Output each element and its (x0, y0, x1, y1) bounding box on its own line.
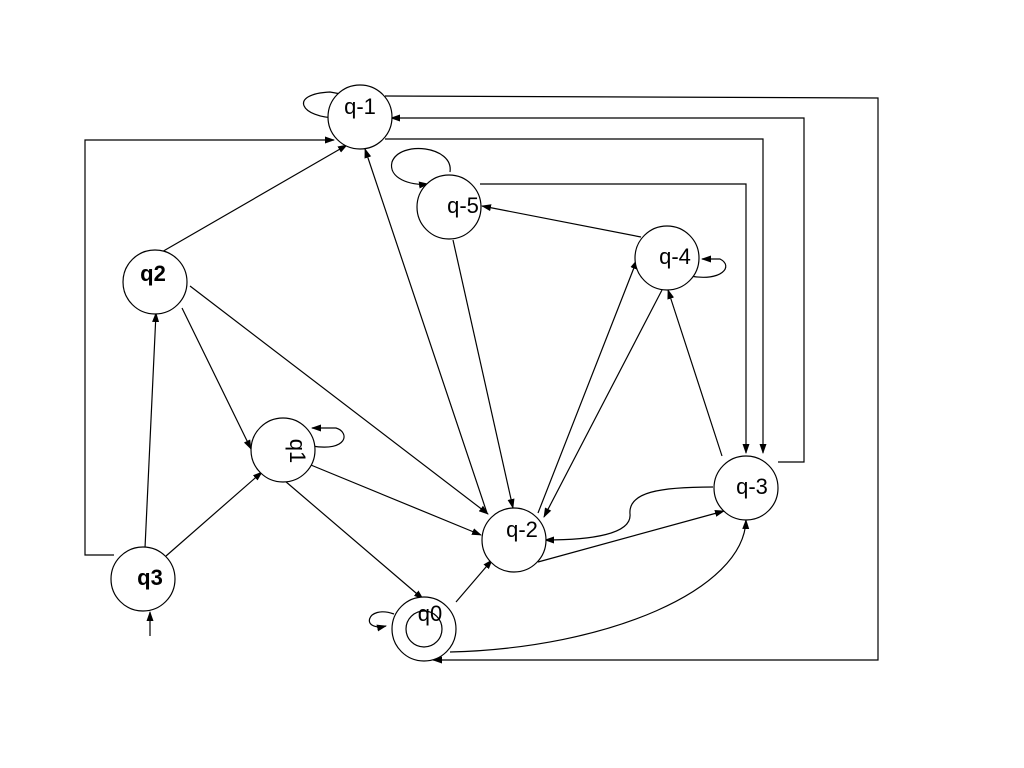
edge-q3-q2 (144, 312, 160, 549)
edge-q1-self (311, 424, 345, 448)
state-label: q-3 (736, 474, 768, 499)
edge-qm4-qm5 (481, 204, 642, 238)
state-qm1: q-1 (327, 84, 393, 150)
state-label: q2 (140, 261, 166, 286)
edge-qm4-self (689, 255, 727, 278)
edge-qm2-qm1 (364, 148, 488, 514)
edge-qm4-qm2 (543, 289, 663, 518)
edge-qm5-self (391, 148, 451, 189)
edge-qm3-qm2 (544, 486, 714, 544)
edge-qm1-qm3 (385, 138, 767, 454)
edge-q1-qm2 (305, 462, 482, 536)
edge-q2-q1 (181, 307, 252, 450)
edge-qm3-qm4 (667, 289, 723, 457)
edge-q0-self (368, 611, 395, 632)
state-label: q-1 (344, 94, 376, 119)
state-q1: q1 (250, 417, 316, 483)
state-q3: q3 (110, 546, 176, 612)
edge-q2-qm1 (159, 144, 348, 254)
edge-q1-q0 (284, 480, 424, 600)
states: q-1 q-5 q-4 q2 q1 q-3 q-2 q3 (110, 84, 779, 662)
edge-qm3-qm1 (390, 114, 805, 463)
state-qm2: q-2 (481, 507, 547, 573)
state-q2: q2 (122, 249, 188, 315)
edge-q2-qm2 (189, 285, 489, 515)
state-label: q0 (418, 601, 442, 626)
edge-qm2-qm3 (537, 510, 725, 563)
state-label: q-2 (506, 517, 538, 542)
state-label: q1 (285, 439, 310, 463)
state-qm4: q-4 (634, 225, 700, 291)
transition-edges (84, 90, 879, 664)
state-q0: q0 (391, 596, 457, 662)
state-qm5: q-5 (416, 174, 482, 240)
state-label: q-4 (659, 244, 691, 269)
edge-q3-q1 (165, 471, 263, 557)
edge-qm5-qm2 (452, 239, 515, 509)
edge-q0-qm2 (455, 559, 493, 603)
edge-qm2-qm4 (537, 259, 638, 514)
edge-q0-qm3 (449, 519, 750, 653)
edge-q3-qm1 (84, 136, 335, 556)
state-label: q3 (137, 565, 163, 590)
state-label: q-5 (447, 193, 479, 218)
edge-qm1-self (302, 90, 353, 119)
edge-qm5-qm3 (480, 183, 750, 454)
edge-qm1-q0 (384, 95, 879, 664)
state-qm3: q-3 (713, 455, 779, 521)
